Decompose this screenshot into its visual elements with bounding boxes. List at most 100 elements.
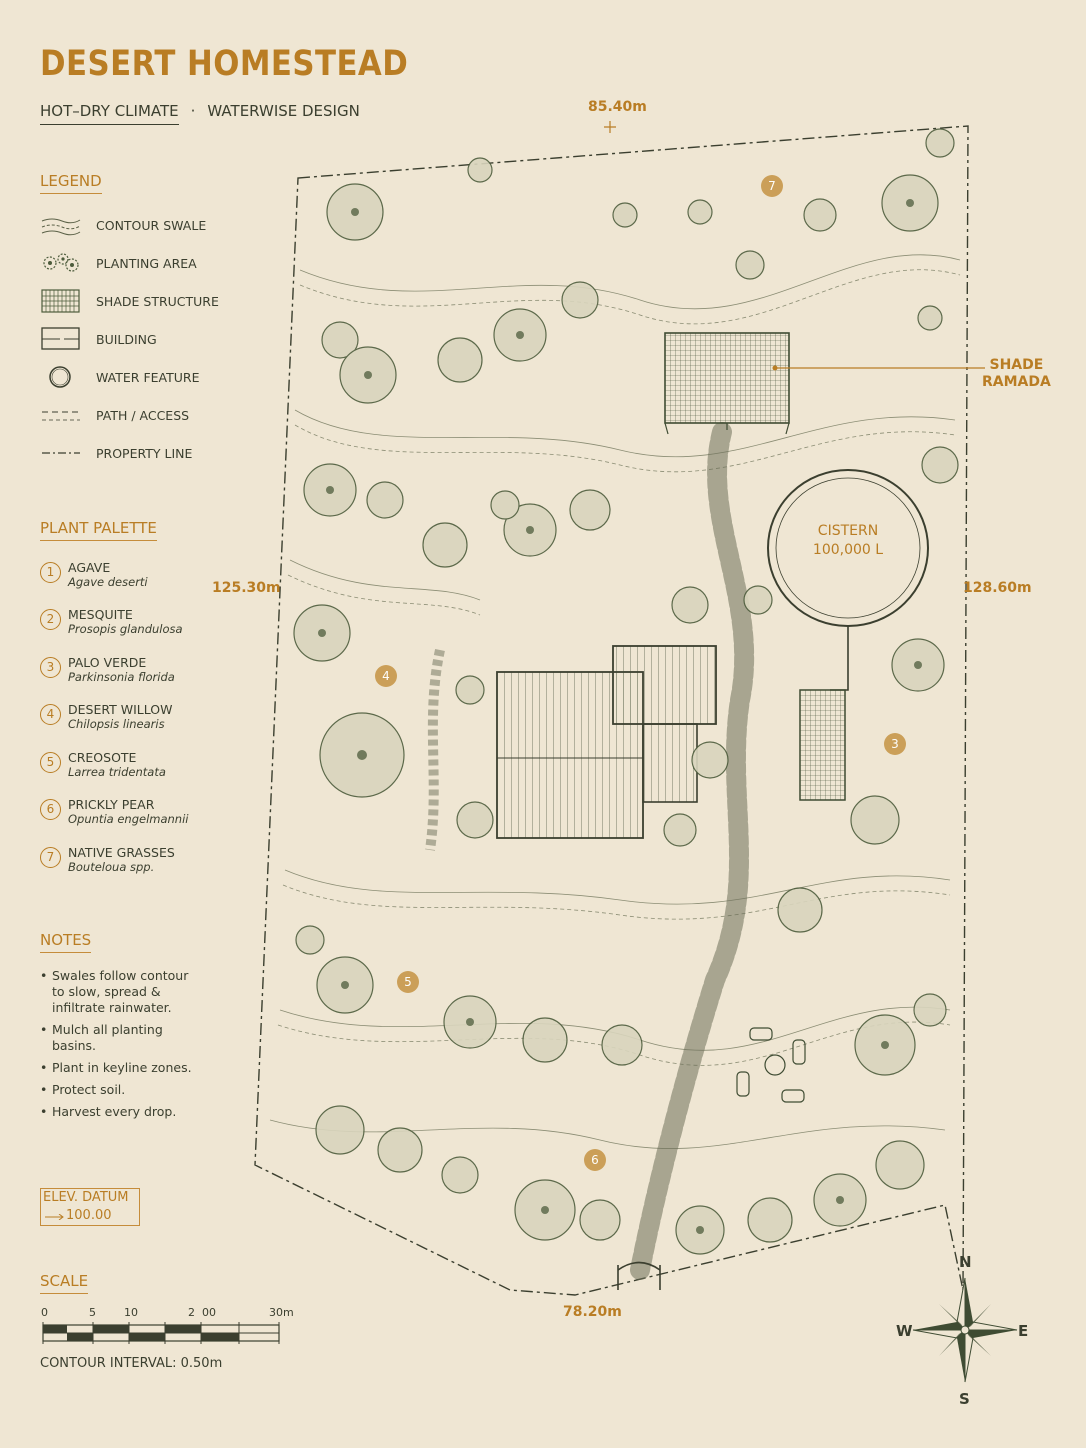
plant-number: 3 [40, 657, 61, 678]
legend-heading: LEGEND [40, 172, 102, 194]
plant-item-native-grasses: 7 NATIVE GRASSES Bouteloua spp. [40, 845, 260, 887]
shade-ramada-label-line1: SHADE [989, 357, 1044, 373]
fire-circle [736, 1027, 806, 1103]
elevation-datum-box: ELEV. DATUM 100.00 [40, 1188, 140, 1226]
note-item: Swales follow contour to slow, spread & … [40, 968, 200, 1016]
legend-label: PROPERTY LINE [96, 446, 193, 461]
plant-item-creosote: 5 CREOSOTE Larrea tridentata [40, 750, 260, 792]
plant-scientific-name: Larrea tridentata [68, 765, 166, 779]
plant-number: 6 [40, 799, 61, 820]
dimension-top: 85.40m [588, 99, 647, 115]
shade-ramada-label-line2: RAMADA [982, 374, 1051, 390]
plant-scientific-name: Opuntia engelmannii [68, 812, 189, 826]
dimension-bottom: 78.20m [563, 1304, 622, 1320]
cistern [767, 469, 929, 691]
plant-number: 2 [40, 609, 61, 630]
compass-rose [912, 1277, 1018, 1383]
contour-interval: CONTOUR INTERVAL: 0.50m [40, 1356, 223, 1371]
plant-name: DESERT WILLOW [68, 702, 173, 717]
plant-scientific-name: Bouteloua spp. [68, 860, 155, 874]
subtitle-climate: HOT–DRY CLIMATE [40, 102, 179, 125]
plant-scientific-name: Chilopsis linearis [68, 717, 165, 731]
plant-scientific-name: Parkinsonia florida [68, 670, 175, 684]
scale-tick: 2 00 [188, 1306, 216, 1319]
legend-label: SHADE STRUCTURE [96, 294, 219, 309]
plant-name: CREOSOTE [68, 750, 137, 765]
legend-item-property-line: PROPERTY LINE [40, 440, 260, 466]
note-item: Harvest every drop. [40, 1104, 200, 1120]
compass-south: S [959, 1390, 970, 1408]
side-shade-structure [799, 689, 846, 801]
property-line-icon [42, 452, 80, 454]
subtitle-design: WATERWISE DESIGN [207, 102, 360, 120]
building-icon [41, 327, 80, 350]
zone-badge-4: 4 [375, 665, 397, 687]
entry-gate [617, 1261, 661, 1290]
scale-tick: 30m [269, 1306, 294, 1319]
legend-item-contour-swale: CONTOUR SWALE [40, 212, 260, 238]
plant-name: AGAVE [68, 560, 111, 575]
zone-badge-6: 6 [584, 1149, 606, 1171]
subtitle-separator: · [190, 102, 196, 120]
zone-badge-7: 7 [761, 175, 783, 197]
cistern-label-capacity: 100,000 L [812, 542, 884, 558]
plant-scientific-name: Prosopis glandulosa [68, 622, 183, 636]
note-item: Plant in keyline zones. [40, 1060, 200, 1076]
page-title: DESERT HOMESTEAD [40, 44, 409, 84]
plant-item-palo-verde: 3 PALO VERDE Parkinsonia florida [40, 655, 260, 697]
dimension-left: 125.30m [212, 580, 281, 596]
legend-label: PLANTING AREA [96, 256, 197, 271]
legend-label: BUILDING [96, 332, 157, 347]
zone-badge-5: 5 [397, 971, 419, 993]
plant-item-mesquite: 2 MESQUITE Prosopis glandulosa [40, 607, 260, 649]
legend-item-building: BUILDING [40, 326, 260, 352]
scale-heading: SCALE [40, 1272, 89, 1294]
elevation-datum-label: ELEV. DATUM [43, 1190, 129, 1205]
plant-scientific-name: Agave deserti [68, 575, 148, 589]
shade-callout-dot [772, 365, 778, 371]
path-access-icon [42, 411, 80, 421]
shade-ramada [664, 332, 790, 435]
plant-item-prickly-pear: 6 PRICKLY PEAR Opuntia engelmannii [40, 797, 260, 839]
plant-name: PRICKLY PEAR [68, 797, 155, 812]
shade-ramada-label: SHADE RAMADA [982, 357, 1051, 391]
note-item: Protect soil. [40, 1082, 200, 1098]
plant-name: MESQUITE [68, 607, 133, 622]
dimension-tick [604, 121, 616, 133]
page-subtitle: HOT–DRY CLIMATE · WATERWISE DESIGN [40, 102, 360, 125]
plant-number: 4 [40, 704, 61, 725]
compass-east: E [1018, 1322, 1029, 1340]
water-feature-icon [49, 366, 71, 388]
plant-palette-heading: PLANT PALETTE [40, 519, 157, 541]
main-path [630, 422, 755, 1280]
legend-item-planting-area: PLANTING AREA [40, 250, 260, 276]
plant-item-desert-willow: 4 DESERT WILLOW Chilopsis linearis [40, 702, 260, 744]
legend-item-path-access: PATH / ACCESS [40, 402, 260, 428]
side-path [425, 648, 445, 851]
compass-west: W [896, 1322, 913, 1340]
contour-swale-icon [41, 218, 81, 236]
zone-badge-3: 3 [884, 733, 906, 755]
elevation-datum-value: 100.00 [66, 1208, 112, 1223]
scale-tick: 10 [124, 1306, 138, 1319]
note-item: Mulch all planting basins. [40, 1022, 200, 1054]
property-line [254, 125, 969, 1296]
notes-heading: NOTES [40, 931, 92, 953]
legend-label: WATER FEATURE [96, 370, 200, 385]
scale-tick: 0 [41, 1306, 48, 1319]
datum-arrow-icon [45, 1214, 64, 1220]
planting-area-icon [43, 253, 79, 272]
legend-item-shade-structure: SHADE STRUCTURE [40, 288, 260, 314]
legend-item-water-feature: WATER FEATURE [40, 364, 260, 390]
cistern-label: CISTERN 100,000 L [808, 522, 888, 560]
notes-list: Swales follow contour to slow, spread & … [40, 968, 200, 1126]
compass-north: N [959, 1253, 972, 1271]
plant-item-agave: 1 AGAVE Agave deserti [40, 560, 260, 602]
legend-label: PATH / ACCESS [96, 408, 190, 423]
planting-centers [318, 199, 922, 1234]
plant-number: 7 [40, 847, 61, 868]
scale-tick: 5 [89, 1306, 96, 1319]
legend-label: CONTOUR SWALE [96, 218, 207, 233]
